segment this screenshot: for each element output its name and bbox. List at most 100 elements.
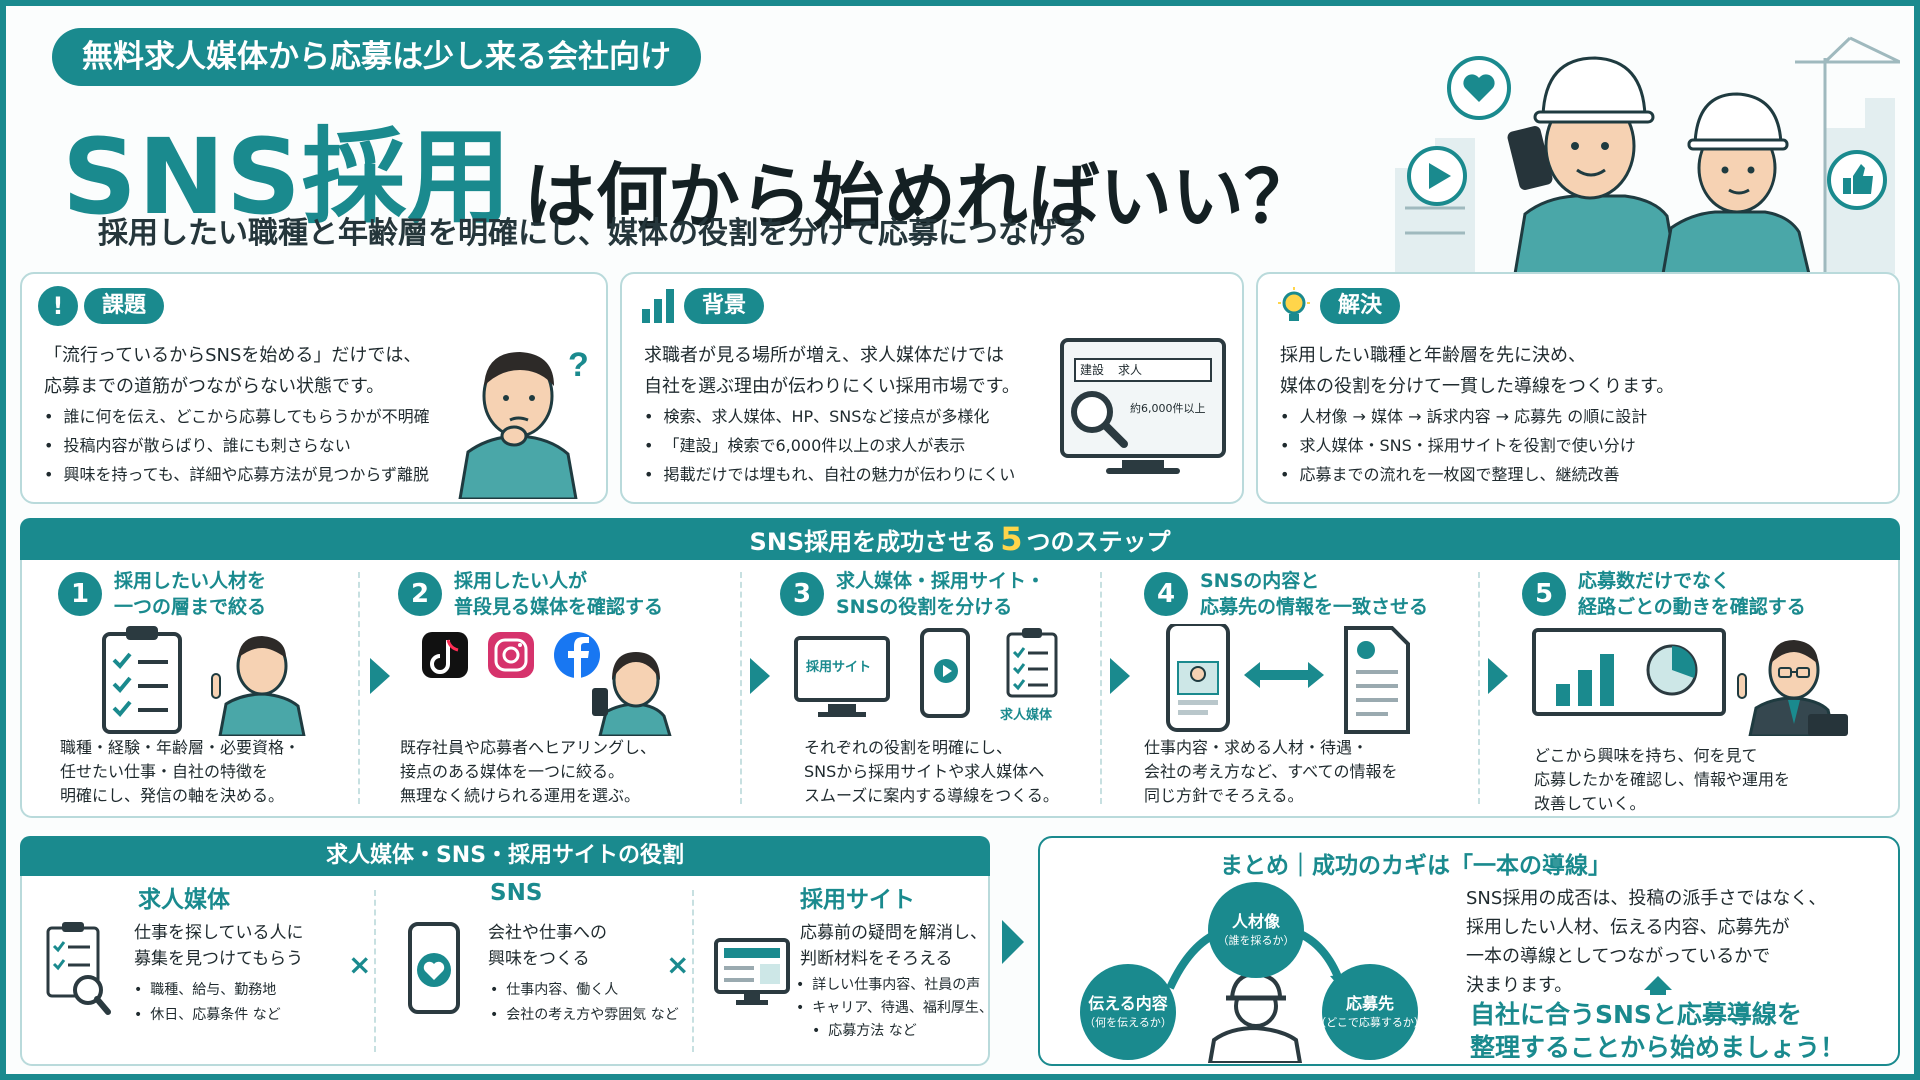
clipboard-search-icon	[46, 922, 111, 1015]
step-arrow-icon	[750, 658, 770, 694]
solution-badge: 解決	[1274, 286, 1401, 326]
step-4: 4 SNSの内容と応募先の情報を一致させる 仕事内容・求める人材・待遇・会社の考…	[1108, 560, 1470, 818]
list-item: 応募までの流れを一枚図で整理し、継続改善	[1280, 460, 1647, 489]
question-mark-icon: ?	[568, 346, 589, 384]
step-description: 職種・経験・年齢層・必要資格・任せたい仕事・自社の特徴を明確にし、発信の軸を決め…	[60, 738, 301, 805]
cycle-node-content: 伝える内容（何を伝えるか）	[1080, 964, 1176, 1060]
list-item: 掲載だけでは埋もれ、自社の魅力が伝わりにくい	[644, 460, 1015, 489]
list-item: 検索、求人媒体、HP、SNSなど接点が多様化	[644, 402, 1015, 431]
list-item: 「建設」検索で6,000件以上の求人が表示	[644, 431, 1015, 460]
step-title: 求人媒体・採用サイト・SNSの役割を分ける	[836, 570, 1046, 618]
list-item: キャリア、待遇、福利厚生、	[796, 997, 993, 1020]
issue-card: ! 課題 「流行っているからSNSを始める」だけでは、応募までの道筋がつながらな…	[20, 272, 608, 504]
thinking-man-illustration: ?	[458, 346, 589, 499]
role-title: SNS	[490, 880, 543, 906]
steps-count: 5	[1000, 520, 1023, 558]
step-number: 2	[398, 572, 442, 616]
hero-illustration	[1395, 18, 1900, 274]
success-cycle-diagram: 人材像（誰を採るか） 伝える内容（何を伝えるか） 応募先（どこで応募するか）	[1060, 878, 1440, 1063]
step-title: 応募数だけでなく経路ごとの動きを確認する	[1578, 570, 1806, 618]
step-number: 4	[1144, 572, 1188, 616]
roles-section-title: 求人媒体・SNS・採用サイトの役割	[20, 836, 990, 876]
role-title: 求人媒体	[138, 887, 230, 913]
background-bullets: 検索、求人媒体、HP、SNSなど接点が多様化 「建設」検索で6,000件以上の求…	[644, 402, 1015, 489]
media-roles-illustration: 採用サイト 求人媒体	[794, 624, 1084, 736]
page-subtitle: 採用したい職種と年齢層を明確にし、媒体の役割を分けて応募につなげる	[98, 216, 1088, 251]
step-5: 5 応募数だけでなく経路ごとの動きを確認する どこから興味を持ち、何を見て応募し…	[1486, 560, 1898, 818]
list-item: 応募方法 など	[812, 1020, 993, 1043]
solution-lead: 採用したい職種と年齢層を先に決め、媒体の役割を分けて一貫した導線をつくります。	[1280, 345, 1675, 397]
list-item: 仕事内容、働く人	[490, 978, 679, 1003]
role-lead: 会社や仕事への興味をつくる	[488, 923, 607, 969]
issue-bullets: 誰に何を伝え、どこから応募してもらうかが不明確 投稿内容が散らばり、誰にも刺さら…	[44, 402, 430, 489]
facebook-icon	[554, 632, 600, 678]
heart-bubble-icon	[1447, 56, 1511, 120]
clipboard-checklist-illustration	[102, 626, 306, 736]
steps-panel: 1 採用したい人材を一つの層まで絞る 職種・経験・年齢層・必要資格・任せたい仕事…	[20, 560, 1900, 818]
magnifier-icon	[1071, 391, 1128, 448]
monitor-search-a: 建設	[1080, 363, 1105, 377]
step-1: 1 採用したい人材を一つの層まで絞る 職種・経験・年齢層・必要資格・任せたい仕事…	[22, 560, 362, 818]
role-bullets: 詳しい仕事内容、社員の声 キャリア、待遇、福利厚生、 応募方法 など	[796, 974, 993, 1043]
play-bubble-icon	[1407, 146, 1467, 206]
sns-apps-illustration	[422, 632, 672, 736]
play-icon	[934, 659, 958, 683]
page-title: SNS採用は何から始めればいい？	[62, 92, 1316, 239]
sync-info-illustration	[1166, 624, 1410, 734]
solution-card: 解決 採用したい職種と年齢層を先に決め、媒体の役割を分けて一貫した導線をつくりま…	[1256, 272, 1900, 504]
background-badge: 背景	[638, 286, 765, 326]
title-accent: SNS採用	[62, 116, 512, 238]
issue-lead: 「流行っているからSNSを始める」だけでは、応募までの道筋がつながらない状態です…	[44, 345, 422, 397]
step-arrow-icon	[1110, 658, 1130, 694]
step-arrow-icon	[370, 658, 390, 694]
list-item: 興味を持っても、詳細や応募方法が見つからず離脱	[44, 460, 430, 489]
step-title: 採用したい人材を一つの層まで絞る	[114, 570, 267, 618]
step-title: SNSの内容と応募先の情報を一致させる	[1200, 570, 1429, 618]
summary-title: まとめ｜成功のカギは「一本の導線」	[1220, 853, 1611, 879]
role-recruit-site: 採用サイト 応募前の疑問を解消し、判断材料をそろえる 詳しい仕事内容、社員の声 …	[696, 876, 993, 1066]
times-icon: ×	[666, 948, 690, 981]
monitor-result: 約6,000件以上	[1130, 402, 1206, 415]
analytics-illustration	[1532, 628, 1848, 736]
step-description: 既存社員や応募者へヒアリングし、接点のある媒体を一つに絞る。無理なく続けられる運…	[400, 738, 657, 805]
phone-heart-icon	[408, 922, 460, 1014]
list-item: 投稿内容が散らばり、誰にも刺さらない	[44, 431, 430, 460]
role-bullets: 仕事内容、働く人 会社の考え方や雰囲気 など	[490, 978, 679, 1028]
summary-cta: 自社に合うSNSと応募導線を整理することから始めましょう！	[1470, 1000, 1846, 1062]
worker-helmet-icon	[1207, 971, 1303, 1063]
cycle-node-apply: 応募先（どこで応募するか）	[1315, 964, 1425, 1060]
up-arrow-icon	[1644, 976, 1672, 990]
worker-man-illustration	[1507, 56, 1679, 274]
issue-label: 課題	[84, 288, 165, 324]
background-card: 背景 求職者が見る場所が増え、求人媒体だけでは自社を選ぶ理由が伝わりにくい採用市…	[620, 272, 1244, 504]
step-title: 採用したい人が普段見る媒体を確認する	[454, 570, 664, 618]
step-arrow-icon	[1488, 658, 1508, 694]
thumbs-up-bubble-icon	[1827, 150, 1887, 210]
summary-panel: まとめ｜成功のカギは「一本の導線」 人材像（誰を採るか） 伝える内容（何を伝える…	[1038, 836, 1900, 1066]
step-number: 3	[780, 572, 824, 616]
tiktok-icon	[422, 632, 468, 678]
title-rest: は何から始めればいい？	[523, 155, 1316, 239]
worker-woman-illustration	[1661, 92, 1811, 274]
solution-bullets: 人材像 → 媒体 → 訴求内容 → 応募先 の順に設計 求人媒体・SNS・採用サ…	[1280, 402, 1647, 489]
step-number: 5	[1522, 572, 1566, 616]
role-lead: 仕事を探している人に募集を見つけてもらう	[134, 923, 304, 969]
role-bullets: 職種、給与、勤務地 休日、応募条件 など	[134, 978, 280, 1028]
solution-label: 解決	[1320, 288, 1401, 324]
cycle-node-person: 人材像（誰を採るか）	[1208, 882, 1304, 978]
list-item: 会社の考え方や雰囲気 など	[490, 1003, 678, 1028]
target-audience-pill: 無料求人媒体から応募は少し来る会社向け	[52, 28, 701, 86]
role-title: 採用サイト	[800, 887, 915, 913]
step-description: 仕事内容・求める人材・待遇・会社の考え方など、すべての情報を同じ方針でそろえる。	[1144, 738, 1398, 805]
list-item: 詳しい仕事内容、社員の声	[796, 974, 993, 997]
site-label: 採用サイト	[806, 660, 872, 675]
monitor-icon	[714, 938, 790, 1005]
times-icon: ×	[348, 948, 372, 981]
section-arrow-icon	[1002, 920, 1024, 964]
lightbulb-icon	[1274, 286, 1314, 326]
list-item: 求人媒体・SNS・採用サイトを役割で使い分け	[1280, 431, 1647, 460]
step-number: 1	[58, 572, 102, 616]
